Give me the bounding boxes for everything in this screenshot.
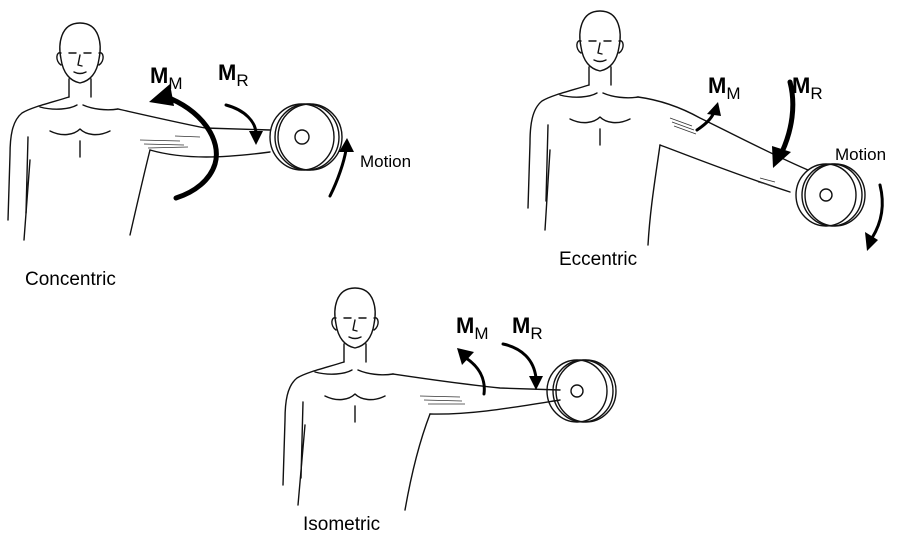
concentric-figure: [7, 22, 343, 241]
isometric-resistance-moment-arrow: [501, 342, 543, 390]
eccentric-resistance-moment-arrow: [772, 79, 796, 168]
concentric-muscle-moment-label: MM: [150, 63, 183, 93]
eccentric-motion-arrow: [865, 183, 884, 251]
concentric-resistance-moment-arrow: [224, 103, 263, 145]
concentric-caption: Concentric: [25, 269, 116, 290]
concentric-resistance-moment-label: MR: [218, 60, 249, 90]
isometric-resistance-moment-label: MR: [512, 313, 543, 343]
isometric-panel: MM MR Isometric: [282, 287, 617, 535]
eccentric-panel: MM MR Motion Eccentric: [527, 10, 886, 270]
concentric-motion-arrow: [328, 138, 354, 198]
isometric-caption: Isometric: [303, 514, 380, 535]
eccentric-caption: Eccentric: [559, 249, 637, 270]
isometric-muscle-moment-label: MM: [456, 313, 489, 343]
isometric-muscle-moment-arrow: [457, 348, 486, 396]
eccentric-muscle-moment-label: MM: [708, 73, 741, 103]
eccentric-muscle-moment-arrow: [695, 102, 721, 132]
eccentric-figure: [527, 10, 866, 246]
eccentric-resistance-moment-label: MR: [792, 73, 823, 103]
concentric-motion-label: Motion: [360, 152, 411, 171]
concentric-muscle-moment-arrow: [149, 84, 219, 201]
concentric-panel: MM MR Motion Concentric: [7, 22, 411, 290]
eccentric-motion-label: Motion: [835, 145, 886, 164]
isometric-figure: [282, 287, 617, 511]
